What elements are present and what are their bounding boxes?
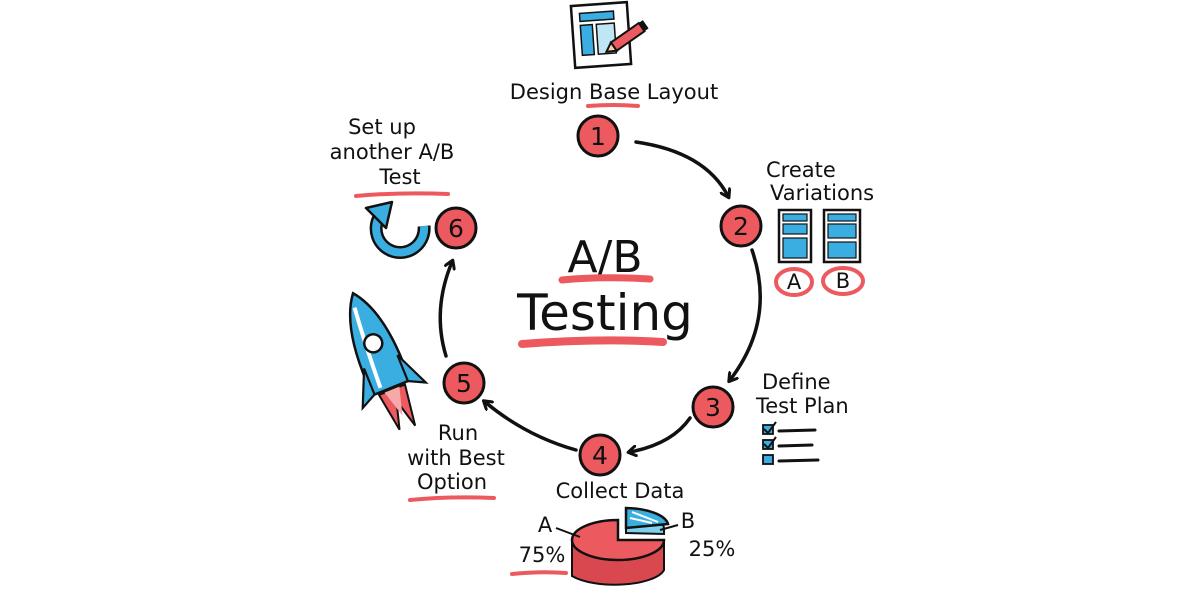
step-6-label-line-2: another A/B <box>330 140 455 164</box>
variation-a-mockup <box>777 208 813 264</box>
pencil-icon <box>604 20 649 53</box>
variation-a-badge <box>774 267 814 297</box>
step-5-label-underline <box>408 495 496 502</box>
layout-sketch-icon <box>569 0 649 70</box>
pie-label-a: A <box>538 513 553 537</box>
step-1-number: 1 <box>590 122 606 151</box>
step-6-label: Set up another A/B Test <box>330 115 455 198</box>
step-6-label-underline <box>354 191 450 198</box>
pie-chart-icon: A 75% B 25% <box>510 506 736 586</box>
pie-pointer-a <box>555 527 581 538</box>
step-1-label-underline <box>586 103 640 108</box>
step-4-node: 4 <box>578 433 622 477</box>
step-5-label-line-1: Run <box>438 421 478 445</box>
variation-b-label: B <box>836 269 850 293</box>
variation-mockups-icon: A B <box>774 208 865 297</box>
step-3-label-line-2: Test Plan <box>755 394 849 418</box>
arrow-4-to-5 <box>485 402 578 452</box>
step-3-label-line-1: Define <box>762 370 831 394</box>
step-3-node: 3 <box>691 385 735 429</box>
pie-value-a-underline <box>510 570 568 576</box>
step-3-label: Define Test Plan <box>755 370 849 418</box>
pie-slice-a-top <box>570 518 666 562</box>
arrow-5-to-6 <box>438 262 452 358</box>
cycle-arrows <box>438 140 762 452</box>
pie-slice-a <box>570 518 666 586</box>
step-1-label-line-1: Design Base Layout <box>510 80 718 104</box>
step-6-number: 6 <box>448 214 464 243</box>
step-6-label-line-1: Set up <box>348 115 416 139</box>
center-title: A/B Testing <box>516 232 693 348</box>
step-5-label-line-2: with Best <box>407 446 505 470</box>
step-5-label-line-3: Option <box>417 470 487 494</box>
variation-a-label: A <box>787 270 802 294</box>
step-3-number: 3 <box>705 393 721 422</box>
arrow-1-to-2 <box>634 140 728 196</box>
variation-b-mockup <box>822 208 862 264</box>
step-1-node: 1 <box>576 114 620 158</box>
variation-b-badge <box>821 266 865 296</box>
checklist-icon <box>762 421 820 465</box>
step-5-node: 5 <box>442 361 486 405</box>
title-testing-underline <box>518 336 667 348</box>
step-2-label-line-2: Variations <box>770 181 874 205</box>
step-2-label-line-1: Create <box>766 158 836 182</box>
step-2-node: 2 <box>719 204 763 248</box>
pie-slice-b <box>624 506 670 536</box>
pie-label-b: B <box>681 509 695 533</box>
arrow-3-to-4 <box>630 416 692 452</box>
step-4-number: 4 <box>592 441 608 470</box>
step-4-label: Collect Data <box>556 479 685 503</box>
refresh-arrow-icon <box>364 200 431 259</box>
step-2-number: 2 <box>733 212 749 241</box>
step-5-number: 5 <box>456 369 472 398</box>
pie-value-a: 75% <box>519 543 566 567</box>
step-4-label-line-1: Collect Data <box>556 479 685 503</box>
arrow-2-to-3 <box>730 248 762 380</box>
title-line-testing: Testing <box>516 284 693 342</box>
step-5-label: Run with Best Option <box>407 421 505 502</box>
pie-pointer-b <box>659 524 679 531</box>
title-ab-underline <box>558 274 654 284</box>
step-6-label-line-3: Test <box>378 165 420 189</box>
step-1-label: Design Base Layout <box>510 80 718 108</box>
step-6-node: 6 <box>434 206 478 250</box>
pie-value-b: 25% <box>689 537 736 561</box>
rocket-icon <box>348 291 429 431</box>
step-2-label: Create Variations <box>766 158 874 205</box>
